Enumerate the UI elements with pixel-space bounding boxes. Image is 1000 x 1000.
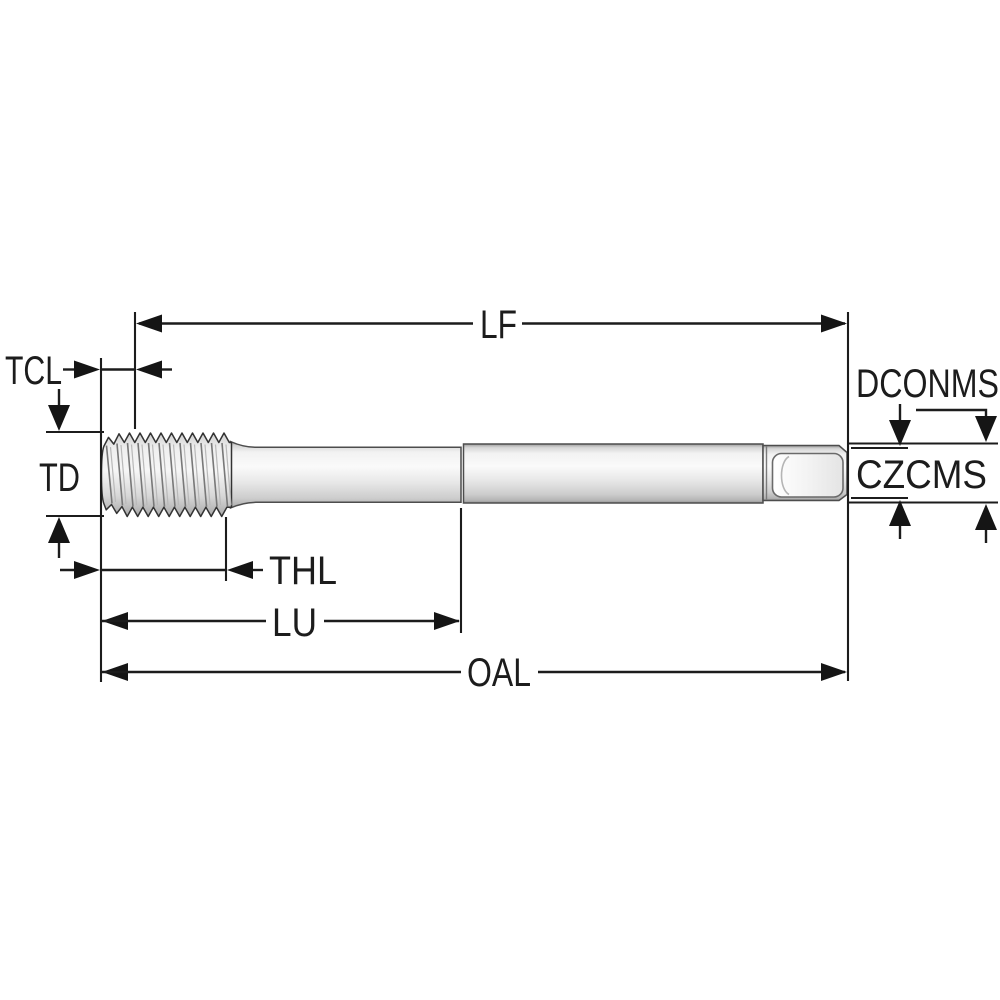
thread-flank-shade-line	[162, 444, 169, 506]
thread-flank-shade-line	[151, 444, 159, 506]
thread-flank-line	[137, 442, 145, 507]
dim-tcl-arrow-left	[74, 360, 100, 379]
thread-flank-shade-line	[109, 447, 117, 502]
dim-lu-arrow-right	[434, 612, 460, 630]
dim-oal-arrow-right	[821, 663, 847, 681]
thread-flank-line	[158, 442, 166, 507]
dim-dconms	[916, 408, 997, 543]
dim-td-arrow-up	[48, 517, 70, 543]
thread-flank-shade-line	[225, 444, 232, 506]
thread-flank-shade-line	[193, 444, 201, 506]
dim-label-td: TD	[39, 456, 80, 500]
thread-section	[100, 432, 233, 518]
dim-label-czcms: CZCMS	[856, 453, 987, 497]
thread-flank-shade-line	[183, 444, 190, 506]
dim-td-arrow-down	[48, 405, 70, 431]
dim-thl-arrow-right	[227, 561, 253, 579]
dim-td	[48, 389, 70, 558]
thread-flank-shade-line	[204, 444, 211, 506]
thread-flank-line	[105, 445, 113, 504]
extension-lines	[46, 312, 998, 682]
dim-oal	[102, 663, 847, 681]
dim-czcms	[889, 404, 911, 539]
thread-flank-line	[221, 442, 229, 507]
thread-flank-shade-line	[130, 444, 138, 506]
tap-drawing	[100, 432, 848, 518]
thread-flank-line	[189, 442, 197, 507]
thread-flank-line	[116, 443, 124, 506]
thread-flank-line	[210, 442, 218, 507]
thread-flank-shade-line	[214, 444, 222, 506]
thread-flank-shade-line	[172, 444, 180, 506]
shank-rear-section	[462, 443, 764, 504]
dim-lf	[136, 314, 847, 333]
dim-label-tcl: TCL	[5, 349, 62, 393]
dim-dconms-arrow-down	[975, 416, 997, 442]
dim-dconms-leader	[916, 408, 988, 416]
square-face	[771, 452, 844, 498]
dim-lf-arrow-left	[136, 314, 162, 333]
square-face-highlight	[780, 455, 790, 496]
dim-label-oal: OAL	[467, 651, 531, 695]
dim-label-lu: LU	[272, 601, 317, 645]
thread-flank-line	[200, 442, 208, 507]
thread-flank-line	[168, 442, 176, 507]
thread-flank-line	[179, 442, 187, 507]
dim-thl	[60, 561, 263, 579]
thread-flank-lines	[105, 442, 232, 507]
dim-czcms-arrow-up	[889, 500, 911, 526]
dim-lu	[102, 612, 460, 630]
dim-czcms-arrow-down	[889, 420, 911, 446]
dim-tcl	[63, 360, 172, 379]
thread-flank-shade-line	[141, 444, 148, 506]
dim-lf-arrow-right	[821, 314, 847, 333]
dim-label-lf: LF	[480, 303, 517, 347]
dim-thl-arrow-left	[74, 561, 100, 579]
dim-label-thl: THL	[269, 549, 337, 593]
dim-tcl-arrow-right	[136, 360, 162, 379]
thread-flank-line	[126, 442, 134, 507]
dim-dconms-arrow-up	[975, 504, 997, 530]
dim-label-dconms: DCONMS	[856, 362, 999, 406]
shank-front-section	[229, 440, 462, 510]
thread-flank-line	[147, 442, 155, 507]
thread-flank-shade-line	[120, 444, 127, 505]
